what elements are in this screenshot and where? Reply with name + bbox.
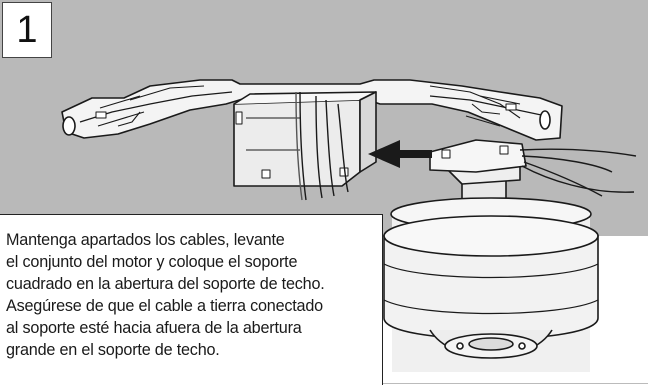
caption-line: al soporte esté hacia afuera de la abert… <box>6 319 302 338</box>
ceiling-bracket <box>61 79 563 141</box>
caption-line: grande en el soporte de techo. <box>6 341 220 360</box>
caption-line: Asegúrese de que el cable a tierra conec… <box>6 297 323 316</box>
bottom-divider <box>383 383 648 384</box>
caption-text: Mantenga apartados los cables, levante e… <box>6 229 378 362</box>
arrow-left-icon <box>368 140 432 168</box>
caption-box <box>0 214 383 385</box>
lead-wires-in-box <box>295 91 349 201</box>
caption-line: el conjunto del motor y coloque el sopor… <box>6 253 298 272</box>
lead-wires-from-motor <box>519 148 637 197</box>
caption-line: Mantenga apartados los cables, levante <box>6 231 285 249</box>
step-number: 1 <box>16 9 38 51</box>
caption-line: cuadrado en la abertura del soporte de t… <box>6 275 325 294</box>
square-mounting-bracket <box>233 91 377 187</box>
motor-assembly <box>383 139 599 372</box>
step-badge: 1 <box>2 2 52 58</box>
